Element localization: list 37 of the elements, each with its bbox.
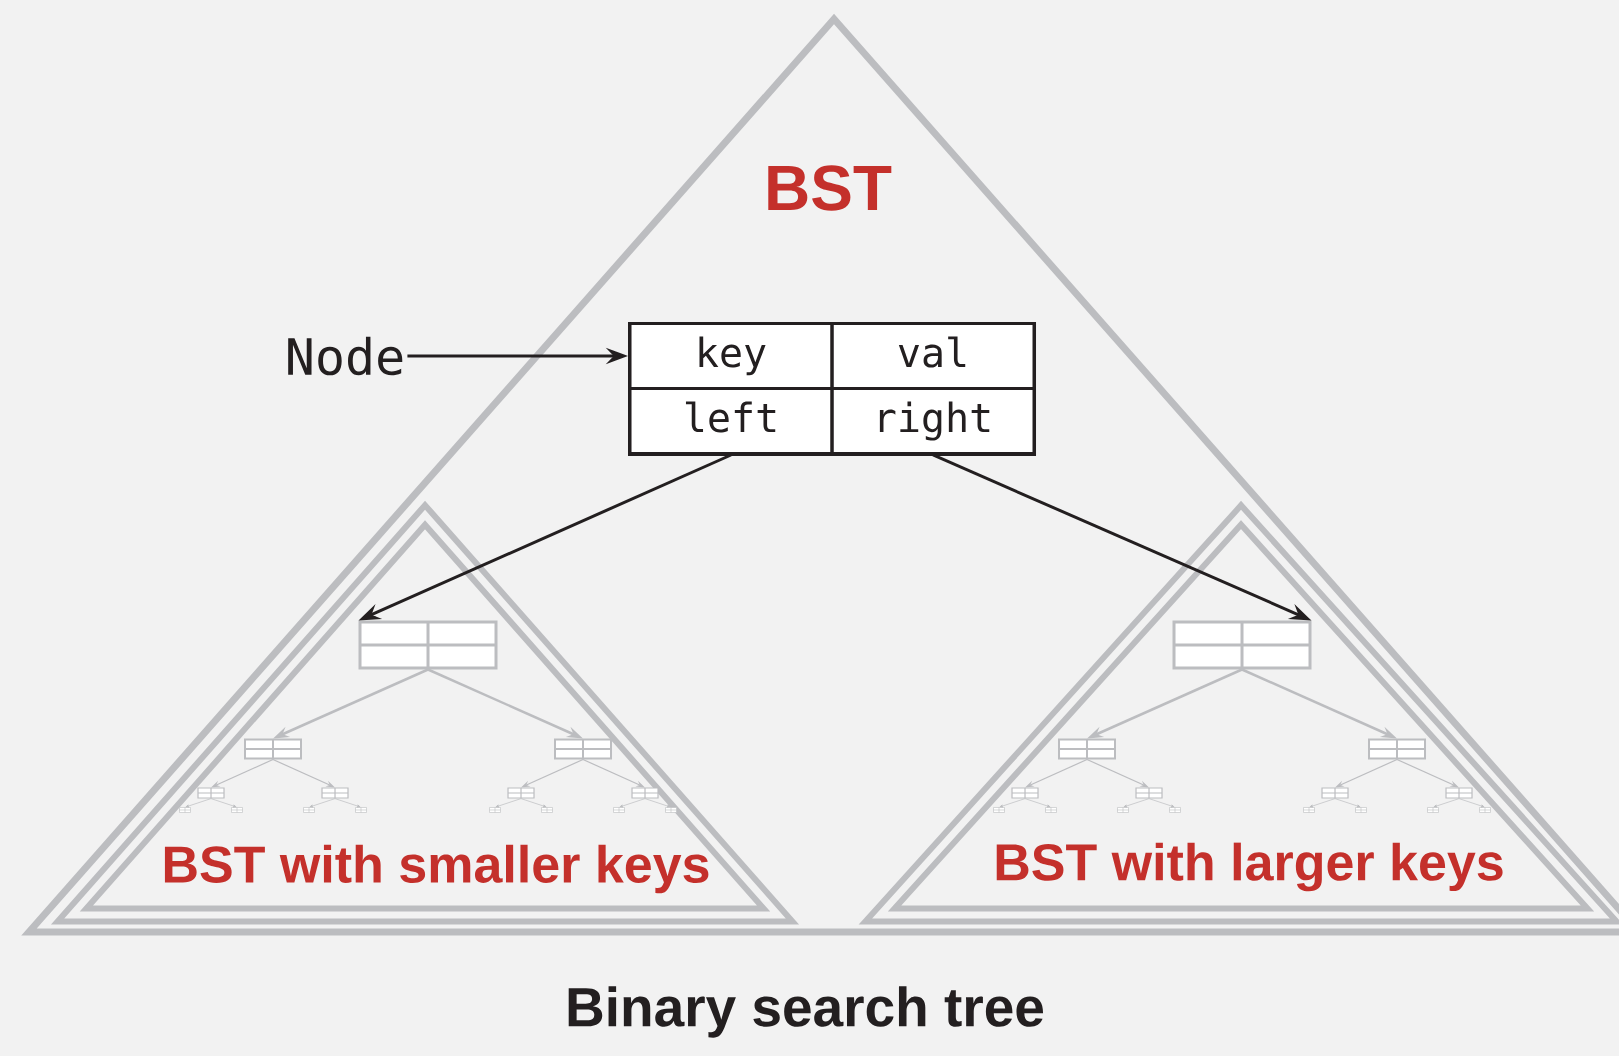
arrow	[644, 798, 671, 808]
mini-node-record	[1058, 738, 1116, 760]
arrow	[495, 798, 522, 808]
mini-node-record	[358, 620, 498, 670]
arrow	[210, 798, 237, 808]
arrow	[619, 798, 646, 808]
field-cell: val	[830, 322, 1036, 390]
field-cell: left	[628, 387, 834, 455]
arrow	[1024, 798, 1051, 808]
arrow	[1148, 798, 1175, 808]
mini-node-record	[507, 787, 535, 799]
field-cell: right	[830, 387, 1036, 455]
node-record	[628, 322, 1036, 456]
field-cell: key	[628, 322, 834, 390]
node-label: Node	[288, 336, 403, 376]
mini-node-record	[1445, 787, 1473, 799]
mini-node-record	[1172, 620, 1312, 670]
arrow	[309, 798, 336, 808]
arrow	[520, 798, 547, 808]
arrow	[1334, 798, 1361, 808]
arrow	[1309, 798, 1336, 808]
arrow	[334, 798, 361, 808]
arrow	[185, 798, 212, 808]
arrow	[1123, 798, 1150, 808]
mini-node-record	[554, 738, 612, 760]
mini-node-record	[321, 787, 349, 799]
mini-node-record	[1368, 738, 1426, 760]
mini-node-record	[197, 787, 225, 799]
mini-node-record	[1011, 787, 1039, 799]
mini-node-record	[1135, 787, 1163, 799]
arrow	[999, 798, 1026, 808]
mini-node-record	[244, 738, 302, 760]
arrow	[1458, 798, 1485, 808]
mini-node-record	[1321, 787, 1349, 799]
mini-node-record	[631, 787, 659, 799]
caption: Binary search tree	[568, 986, 1043, 1038]
arrow	[1433, 798, 1460, 808]
